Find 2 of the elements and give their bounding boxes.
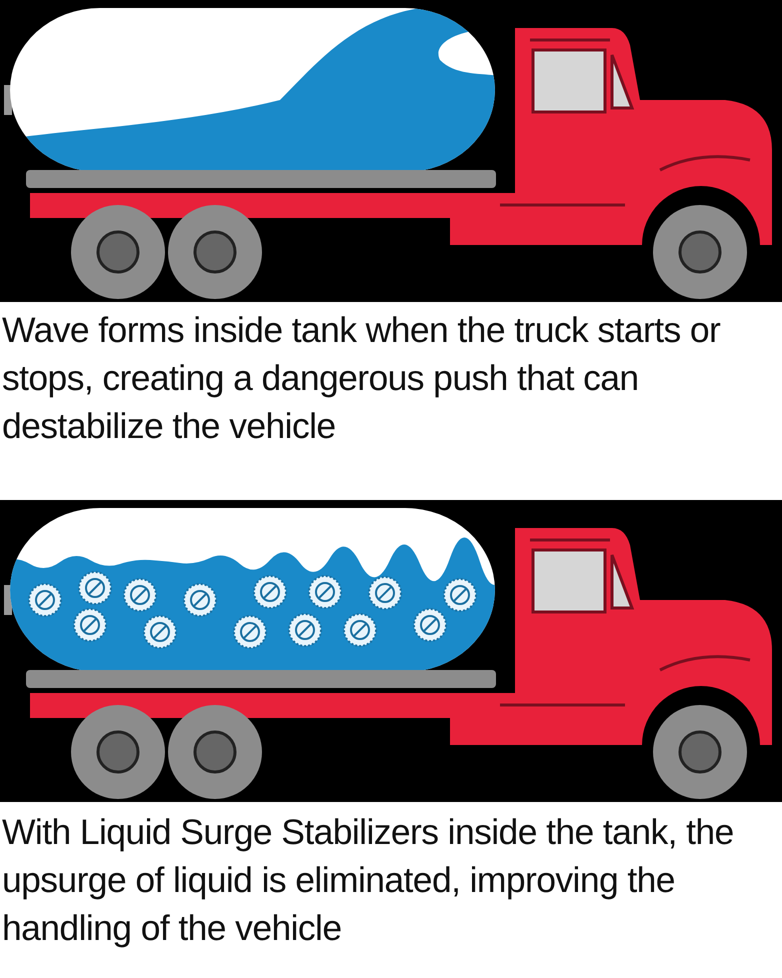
- caption: Wave forms inside tank when the truck starts or stops, creating a dangerous push that can destabilize the vehicle: [2, 309, 722, 448]
- caption: With Liquid Surge Stabilizers inside the tank, the upsurge of liquid is eliminated, improving the handling of the vehicle: [2, 811, 735, 950]
